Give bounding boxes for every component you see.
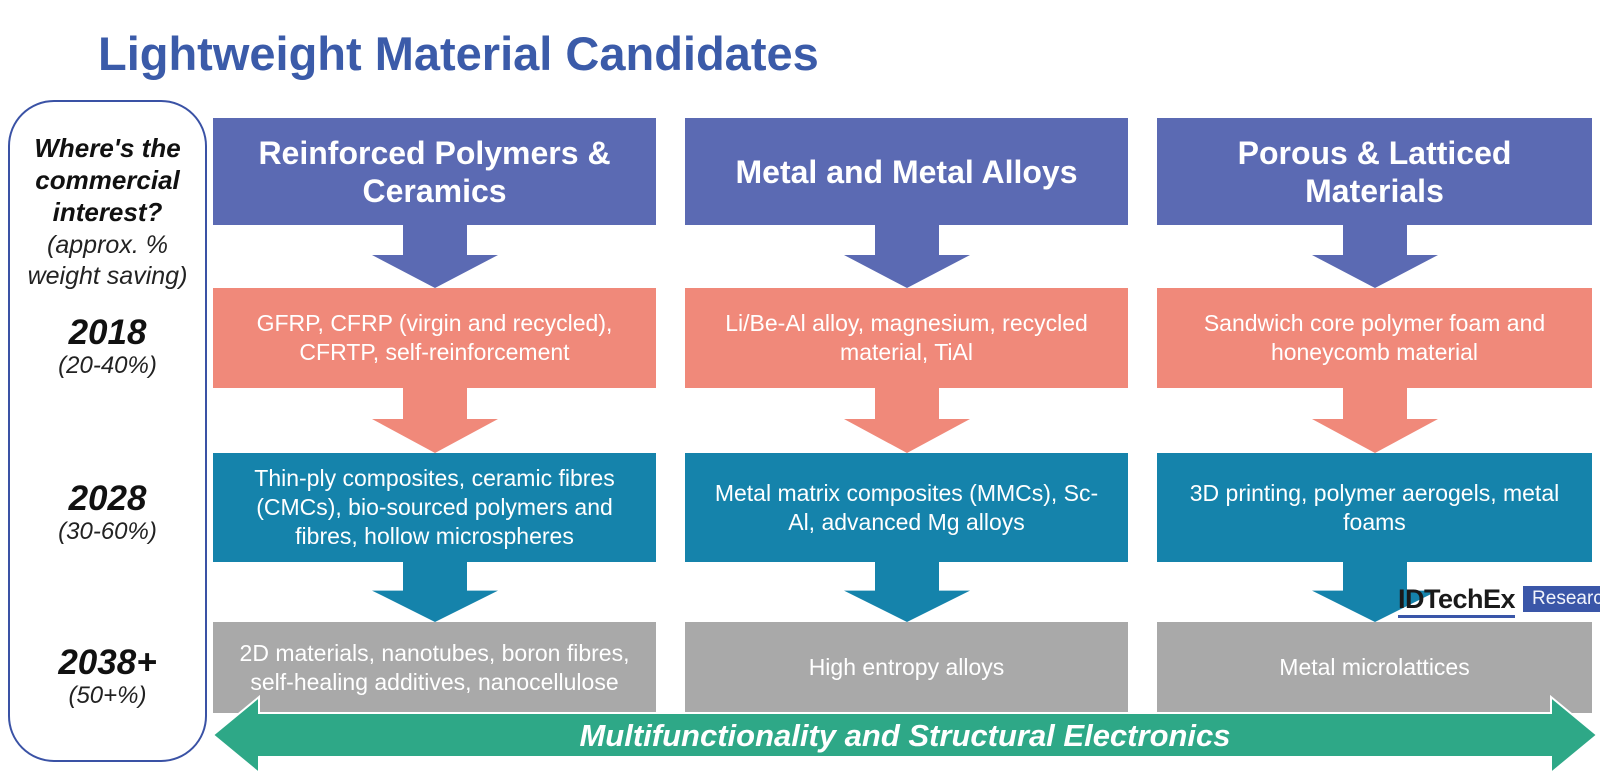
column-metal-alloys: Metal and Metal Alloys Li/Be-Al alloy, m… [685,0,1128,784]
idtechex-wordmark: IDTechEx [1398,586,1516,618]
column-header: Metal and Metal Alloys [685,118,1128,225]
weight-saving-note: (approx. % weight saving) [27,231,188,290]
material-box-2038: Metal microlattices [1157,622,1592,713]
down-arrow-icon [1311,225,1438,288]
multifunctionality-arrow [213,695,1597,775]
commercial-interest-heading: Where's the commercial interest? [34,133,181,227]
milestone-year: 2028 [68,479,147,518]
material-box-2038: High entropy alloys [685,622,1128,713]
column-header: Porous & Latticed Materials [1157,118,1592,225]
material-box-2038: 2D materials, nanotubes, boron fibres, s… [213,622,656,713]
milestone-year: 2038+ [58,643,157,682]
column-reinforced-polymers: Reinforced Polymers & Ceramics GFRP, CFR… [213,0,656,784]
material-box-2028: Metal matrix composites (MMCs), Sc-Al, a… [685,453,1128,562]
milestone-range: (50+%) [68,682,147,709]
material-box-2018: Li/Be-Al alloy, magnesium, recycled mate… [685,288,1128,388]
milestone-2028: 2028 (30-60%) [10,480,205,546]
column-header: Reinforced Polymers & Ceramics [213,118,656,225]
multifunctionality-label: Multifunctionality and Structural Electr… [579,717,1231,753]
down-arrow-icon [1311,388,1438,453]
down-arrow-icon [371,388,498,453]
commercial-interest-panel: Where's the commercial interest? (approx… [8,100,207,762]
milestone-year: 2018 [68,313,147,352]
down-arrow-icon [1311,562,1438,622]
down-arrow-icon [843,388,970,453]
down-arrow-icon [843,562,970,622]
milestone-2018: 2018 (20-40%) [10,314,205,380]
research-badge: Research [1523,586,1600,612]
material-box-2028: Thin-ply composites, ceramic fibres (CMC… [213,453,656,562]
material-box-2028: 3D printing, polymer aerogels, metal foa… [1157,453,1592,562]
material-box-2018: Sandwich core polymer foam and honeycomb… [1157,288,1592,388]
down-arrow-icon [843,225,970,288]
down-arrow-icon [371,562,498,622]
material-box-2018: GFRP, CFRP (virgin and recycled), CFRTP,… [213,288,656,388]
milestone-2038: 2038+ (50+%) [10,644,205,710]
down-arrow-icon [371,225,498,288]
page-title: Lightweight Material Candidates [98,27,819,80]
milestone-range: (30-60%) [58,518,157,545]
milestone-range: (20-40%) [58,352,157,379]
column-porous-latticed: Porous & Latticed Materials Sandwich cor… [1157,0,1592,784]
brand-logo: IDTechEx Research [1398,586,1600,620]
